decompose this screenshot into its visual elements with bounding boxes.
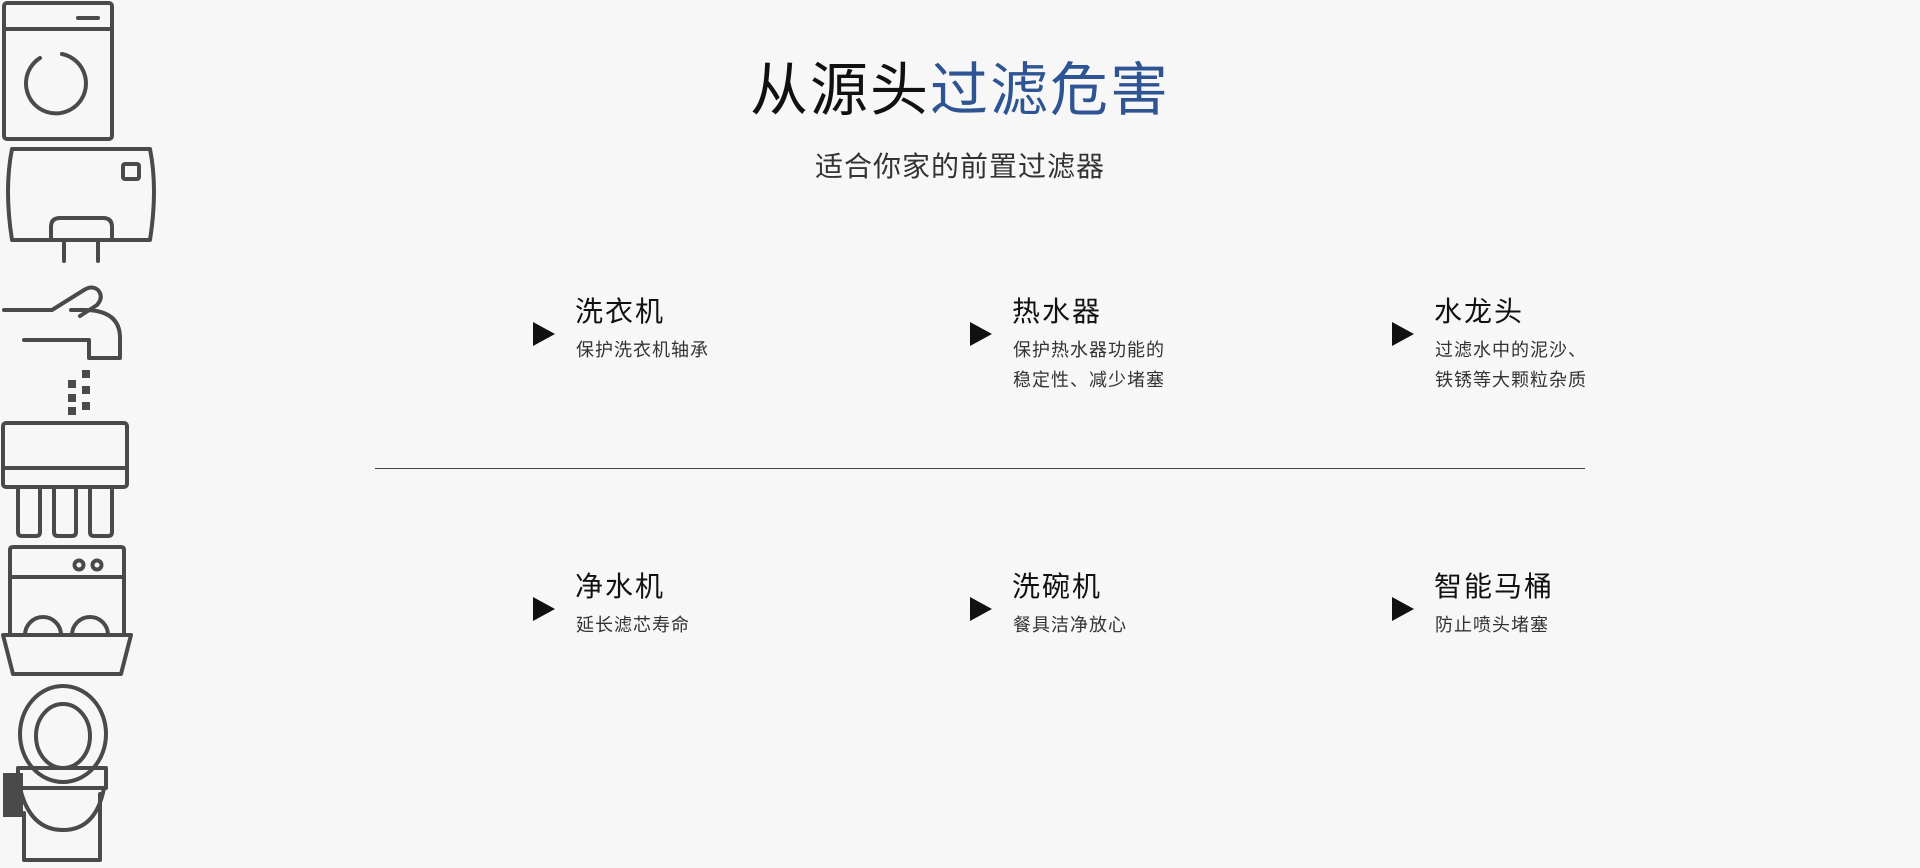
item-dishwasher: 洗碗机 餐具洁净放心 xyxy=(0,544,1920,682)
title-main: 从源头 xyxy=(749,56,930,124)
water-heater-icon xyxy=(6,147,156,263)
arrow-icon xyxy=(970,597,992,621)
item-description: 延长滤芯寿命 xyxy=(576,615,690,636)
item-faucet: 水龙头 过滤水中的泥沙、 铁锈等大颗粒杂质 xyxy=(0,268,1920,420)
item-description: 防止喷头堵塞 xyxy=(1435,615,1549,636)
item-washing-machine: 洗衣机 保护洗衣机轴承 xyxy=(0,0,1920,361)
faucet-icon xyxy=(2,285,122,415)
arrow-icon xyxy=(1392,597,1414,621)
water-purifier-icon xyxy=(1,421,129,538)
item-description: 餐具洁净放心 xyxy=(1013,615,1127,636)
page-subtitle: 适合你家的前置过滤器 xyxy=(814,150,1105,183)
item-name: 水龙头 xyxy=(1434,295,1525,328)
washing-machine-icon xyxy=(2,1,114,141)
item-water-heater: 热水器 保护热水器功能的 稳定性、减少堵塞 xyxy=(0,146,1920,391)
arrow-icon xyxy=(533,322,555,346)
arrow-icon xyxy=(533,597,555,621)
item-description: 过滤水中的泥沙、 铁锈等大颗粒杂质 xyxy=(1435,340,1587,391)
item-water-purifier: 净水机 延长滤芯寿命 xyxy=(0,420,1920,636)
item-name: 净水机 xyxy=(575,570,666,603)
arrow-icon xyxy=(1392,322,1414,346)
divider xyxy=(375,468,1585,469)
item-description: 保护洗衣机轴承 xyxy=(576,340,709,361)
arrow-icon xyxy=(970,322,992,346)
item-name: 洗衣机 xyxy=(575,295,666,328)
dishwasher-icon xyxy=(1,545,133,676)
page-title: 从源头过滤危害 xyxy=(0,52,1920,128)
item-description: 保护热水器功能的 稳定性、减少堵塞 xyxy=(1013,340,1165,391)
item-name: 热水器 xyxy=(1012,295,1103,328)
item-name: 智能马桶 xyxy=(1434,570,1555,603)
item-name: 洗碗机 xyxy=(1012,570,1103,603)
smart-toilet-icon xyxy=(3,684,108,862)
title-accent: 过滤危害 xyxy=(930,56,1171,124)
item-smart-toilet: 智能马桶 防止喷头堵塞 xyxy=(0,570,1920,868)
